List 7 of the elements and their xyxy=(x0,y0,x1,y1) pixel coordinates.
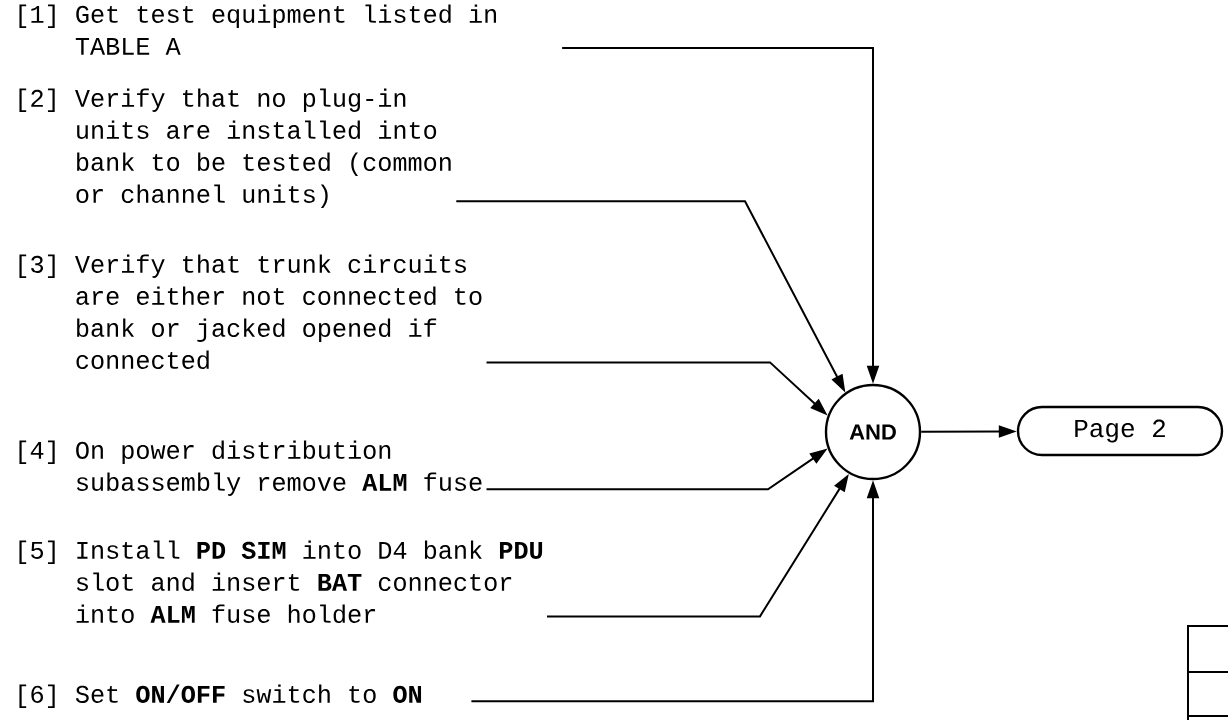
step-text: [6] Set ON/OFF switch to ON xyxy=(19,684,422,708)
step-text: [2] Verify that no plug-in units are installed into bank to be tested (common or channel units) xyxy=(19,88,451,208)
step-text: [3] Verify that trunk circuits are either not connected to bank or jacked opened if connected xyxy=(19,254,482,369)
terminal-box: Page 2 xyxy=(1016,405,1224,457)
step-text: [5] Install PD SIM into D4 bank PDU slot and insert BAT connector into ALM fuse holder xyxy=(19,540,543,623)
step-text: [4] On power distribution subassembly remove ALM fuse xyxy=(19,440,482,496)
step-text: [1] Get test equipment listed in TABLE A xyxy=(19,4,496,55)
